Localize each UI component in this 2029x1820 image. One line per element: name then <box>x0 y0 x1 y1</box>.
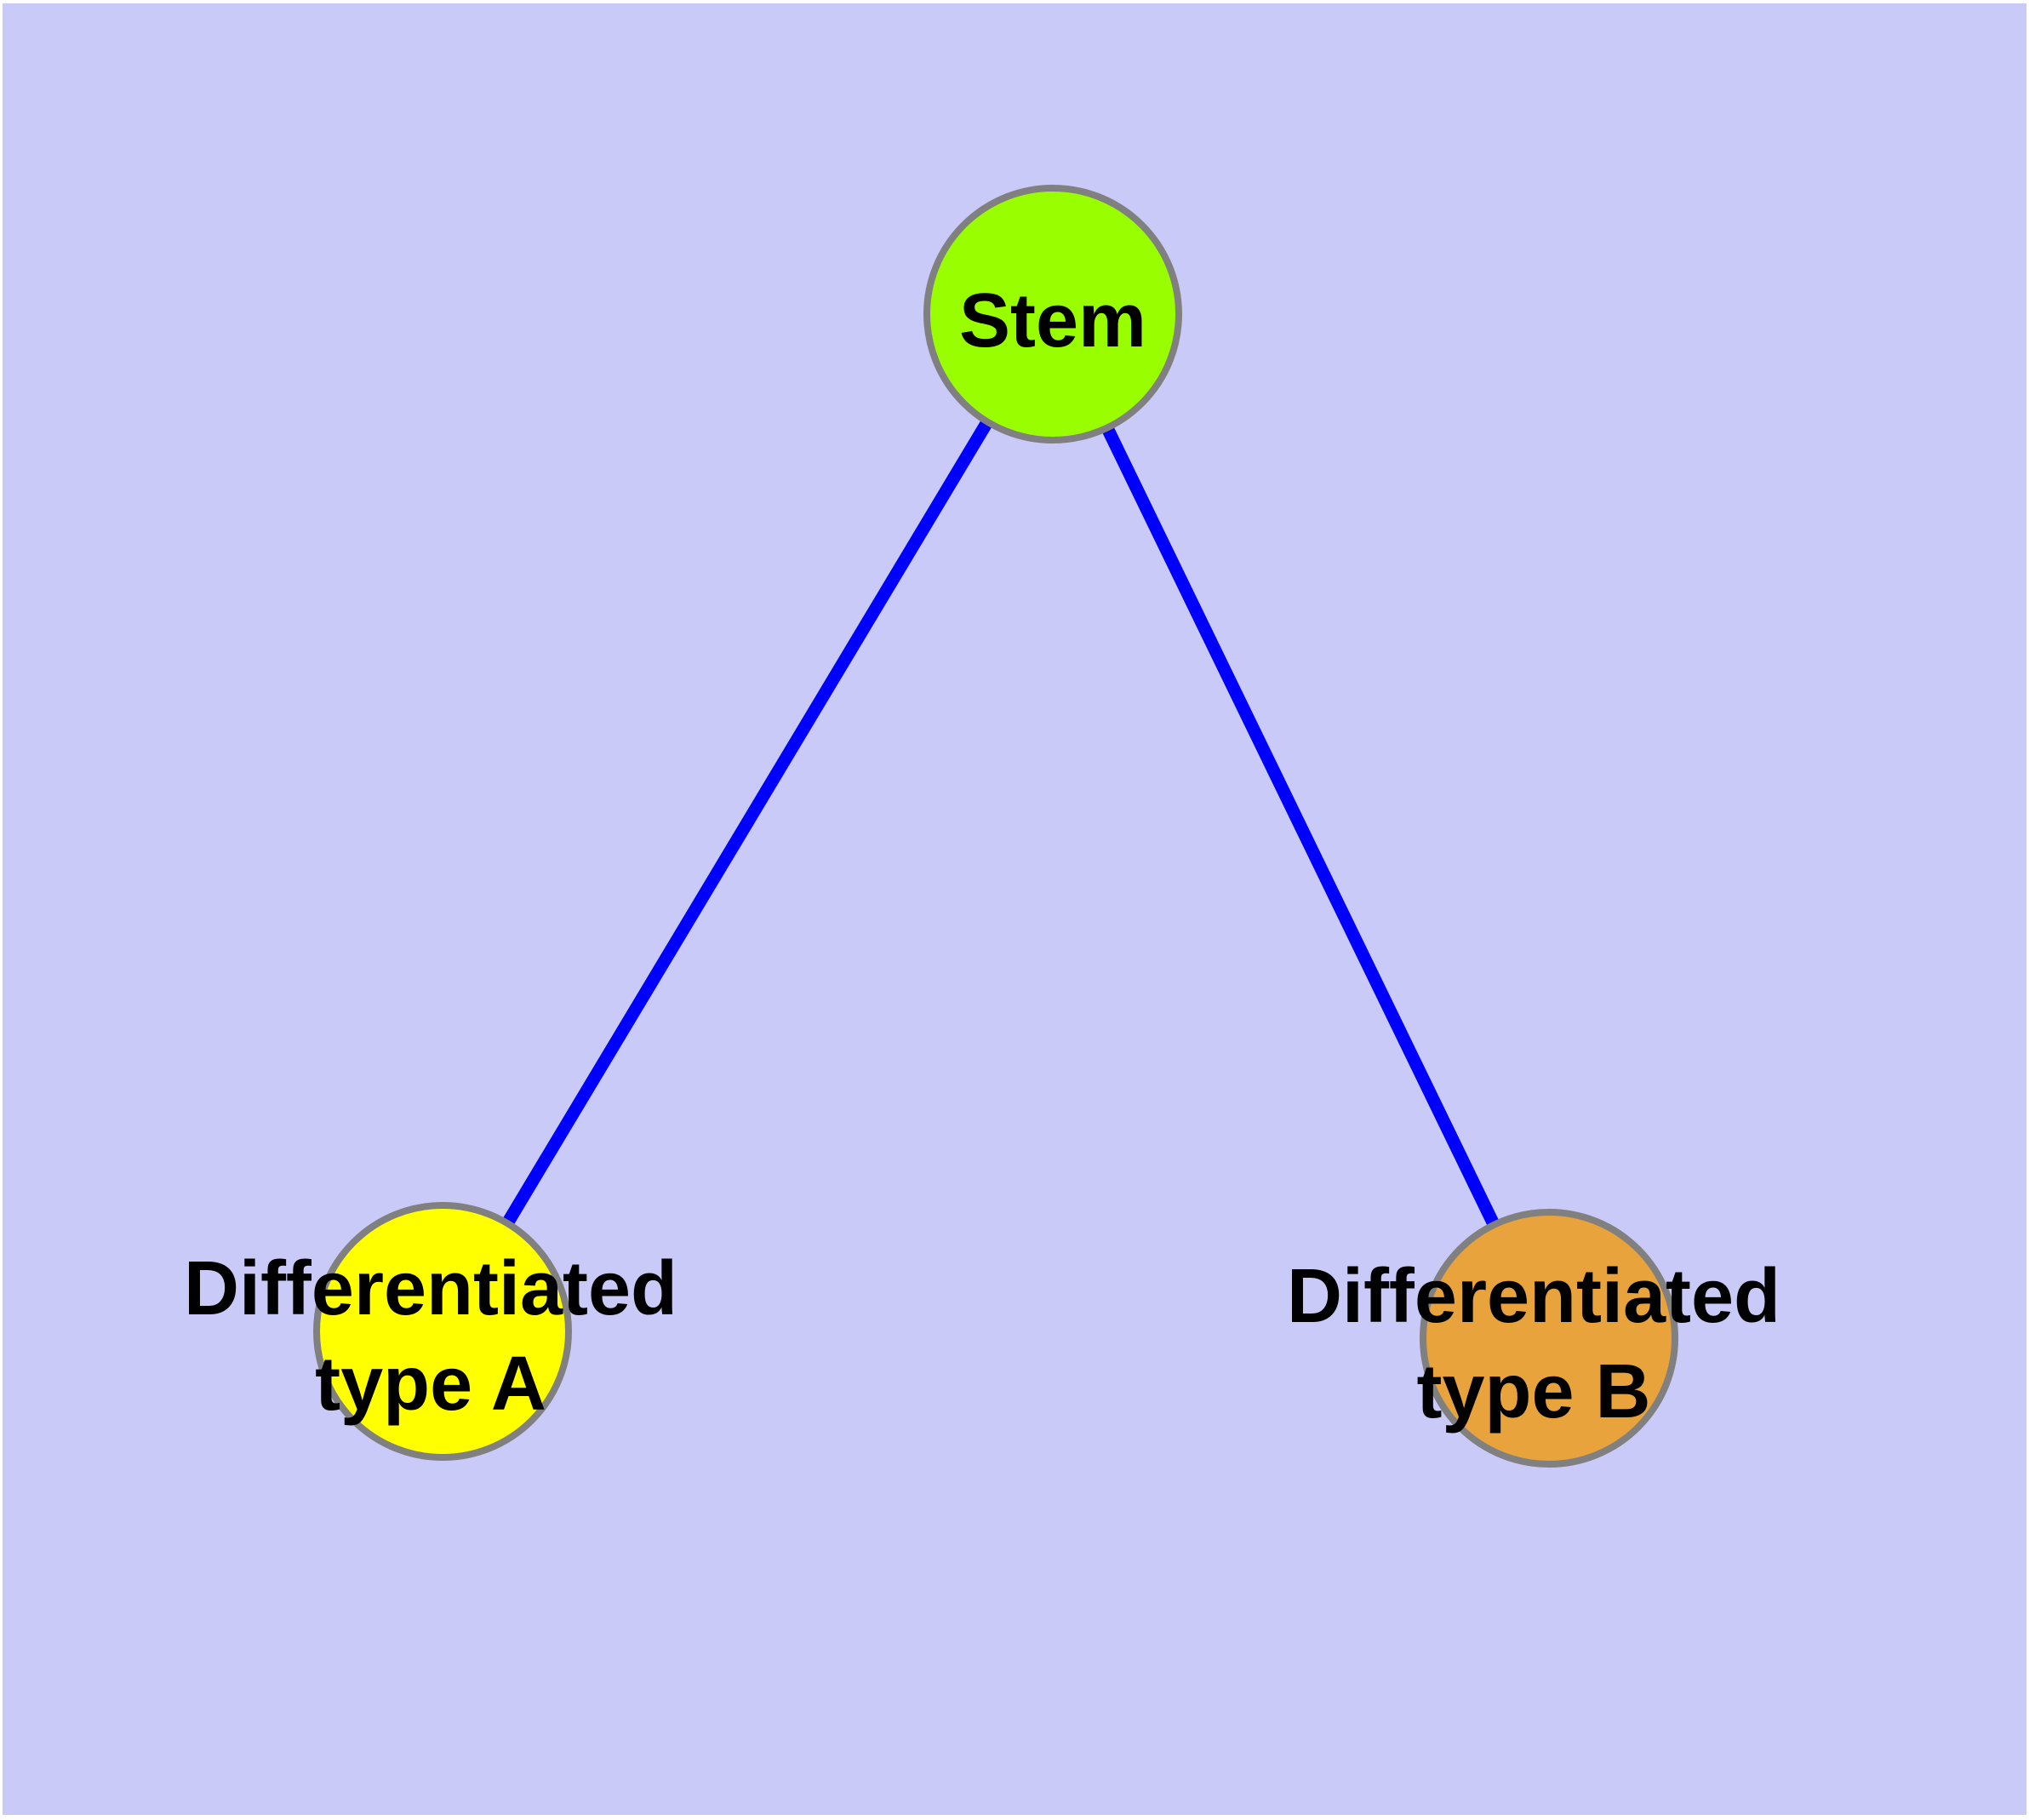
node-type-b-label-line1: Differentiated <box>1287 1254 1780 1339</box>
node-type-b-label-line2: type B <box>1416 1349 1650 1434</box>
node-type-a-label-line1: Differentiated <box>184 1246 677 1331</box>
node-stem-label: Stem <box>959 278 1146 363</box>
edge-stem-to-type-b <box>1046 311 1555 1342</box>
node-differentiated-type-b <box>1420 1209 1678 1468</box>
edge-stem-to-type-a <box>437 311 1058 1335</box>
node-differentiated-type-a <box>313 1202 572 1461</box>
node-type-a-label-line2: type A <box>315 1342 546 1427</box>
node-stem <box>923 185 1182 444</box>
